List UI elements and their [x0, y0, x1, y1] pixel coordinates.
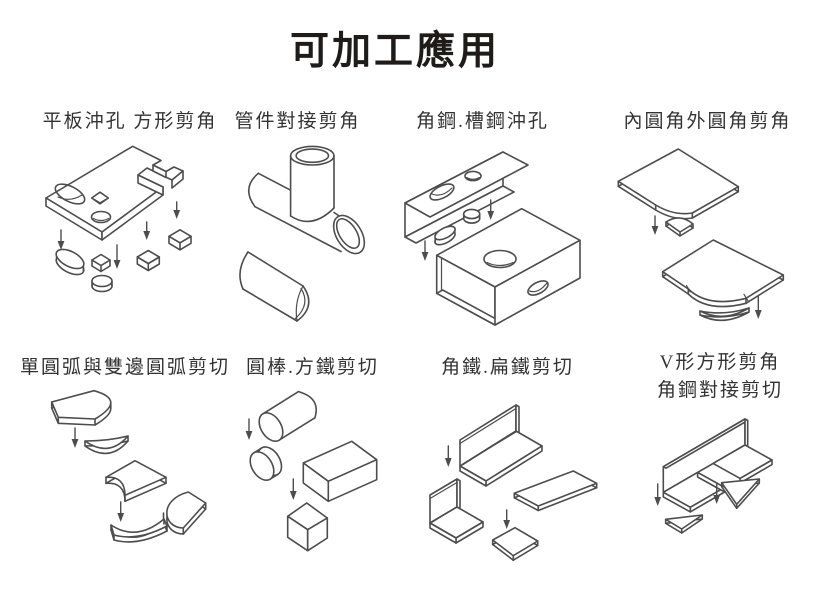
round-slug — [462, 208, 481, 224]
round-end-plate — [162, 491, 207, 535]
down-arrow-icon — [143, 221, 151, 240]
notched-angle-steel — [662, 418, 773, 513]
square-slug — [136, 249, 161, 272]
round-hole — [483, 249, 517, 269]
down-arrow-icon — [654, 483, 662, 506]
down-arrow-icon — [289, 478, 297, 500]
down-arrow-icon — [421, 240, 429, 261]
oblong-hole — [429, 183, 455, 201]
down-arrow-icon — [173, 201, 181, 219]
fillet-corner-shear-illustration — [617, 148, 785, 322]
down-arrow-icon — [651, 215, 659, 235]
square-hole — [90, 191, 110, 205]
label-v-square-corner-shear-line2: 角鋼對接剪切 — [656, 379, 783, 401]
oblong-slug — [55, 248, 85, 276]
down-arrow-icon — [444, 445, 452, 467]
curved-scrap-sliver — [699, 307, 750, 322]
plate-inner-fillet — [617, 148, 740, 220]
coped-pipe-segment — [239, 251, 310, 322]
round-hole — [464, 170, 482, 182]
oblong-slug — [434, 225, 456, 246]
channel-with-holes — [435, 207, 581, 326]
v-notch-angle-shear-illustration — [654, 418, 773, 534]
corner-scrap-piece — [665, 217, 694, 237]
down-arrow-icon — [245, 418, 253, 440]
down-arrow-icon — [713, 483, 721, 504]
down-arrow-icon — [57, 229, 65, 250]
down-arrow-icon — [113, 244, 121, 269]
square-slug — [91, 253, 111, 273]
round-disc-piece — [249, 446, 283, 481]
down-arrow-icon — [71, 427, 79, 448]
cube-piece — [286, 502, 329, 552]
oblong-hole — [527, 280, 549, 296]
round-slug — [91, 274, 113, 293]
flat-square-piece — [491, 526, 539, 561]
label-v-square-corner-shear-line1: V形方形剪角 — [659, 352, 781, 373]
concave-edge-plate — [105, 459, 167, 503]
down-arrow-icon — [487, 199, 495, 220]
pipe-butt-joint-illustration — [239, 145, 366, 322]
label-angle-channel-punching: 角鋼.槽鋼沖孔 — [416, 111, 549, 132]
label-round-bar-square-bar-shear: 圓棒.方鐵剪切 — [246, 357, 379, 378]
channel-punching-illustration — [404, 151, 581, 326]
flat-bar — [513, 470, 598, 512]
pipe-opening — [332, 214, 366, 255]
falling-triangle-scrap — [664, 514, 704, 534]
flat-plate-punching-illustration — [45, 145, 192, 293]
label-single-double-arc-shear: 單圓弧與雙邊圓弧剪切 — [19, 357, 230, 378]
label-pipe-butt-corner-shear: 管件對接剪角 — [234, 111, 361, 132]
label-v-square-corner-shear: V形方形剪角 角鋼對接剪切 — [645, 349, 795, 404]
double-arc-scrap — [110, 518, 168, 543]
oblong-hole — [54, 183, 86, 205]
down-arrow-icon — [503, 509, 511, 529]
round-hole — [90, 210, 112, 224]
long-angle-iron — [459, 404, 543, 487]
square-slug — [168, 229, 192, 251]
label-inner-outer-fillet-shear: 內圓角外圓角剪角 — [623, 111, 792, 132]
short-angle-piece — [429, 478, 484, 544]
down-arrow-icon — [117, 501, 125, 522]
bar-shear-illustration — [245, 390, 378, 552]
arc-shear-illustration — [50, 389, 207, 543]
crescent-scrap — [84, 435, 129, 455]
label-angle-iron-flat-iron-shear: 角鐵.扁鐵剪切 — [441, 357, 574, 378]
page-title: 可加工應用 — [289, 30, 500, 73]
angle-flat-iron-shear-illustration — [429, 404, 598, 561]
plate-outer-fillet — [661, 239, 785, 308]
label-flat-plate-punching: 平板沖孔 方形剪角 — [42, 111, 218, 132]
round-bar — [258, 390, 317, 442]
square-bar — [302, 440, 378, 503]
triangle-corner-piece — [720, 478, 761, 510]
round-end-plate — [50, 389, 112, 426]
down-arrow-icon — [754, 295, 762, 319]
